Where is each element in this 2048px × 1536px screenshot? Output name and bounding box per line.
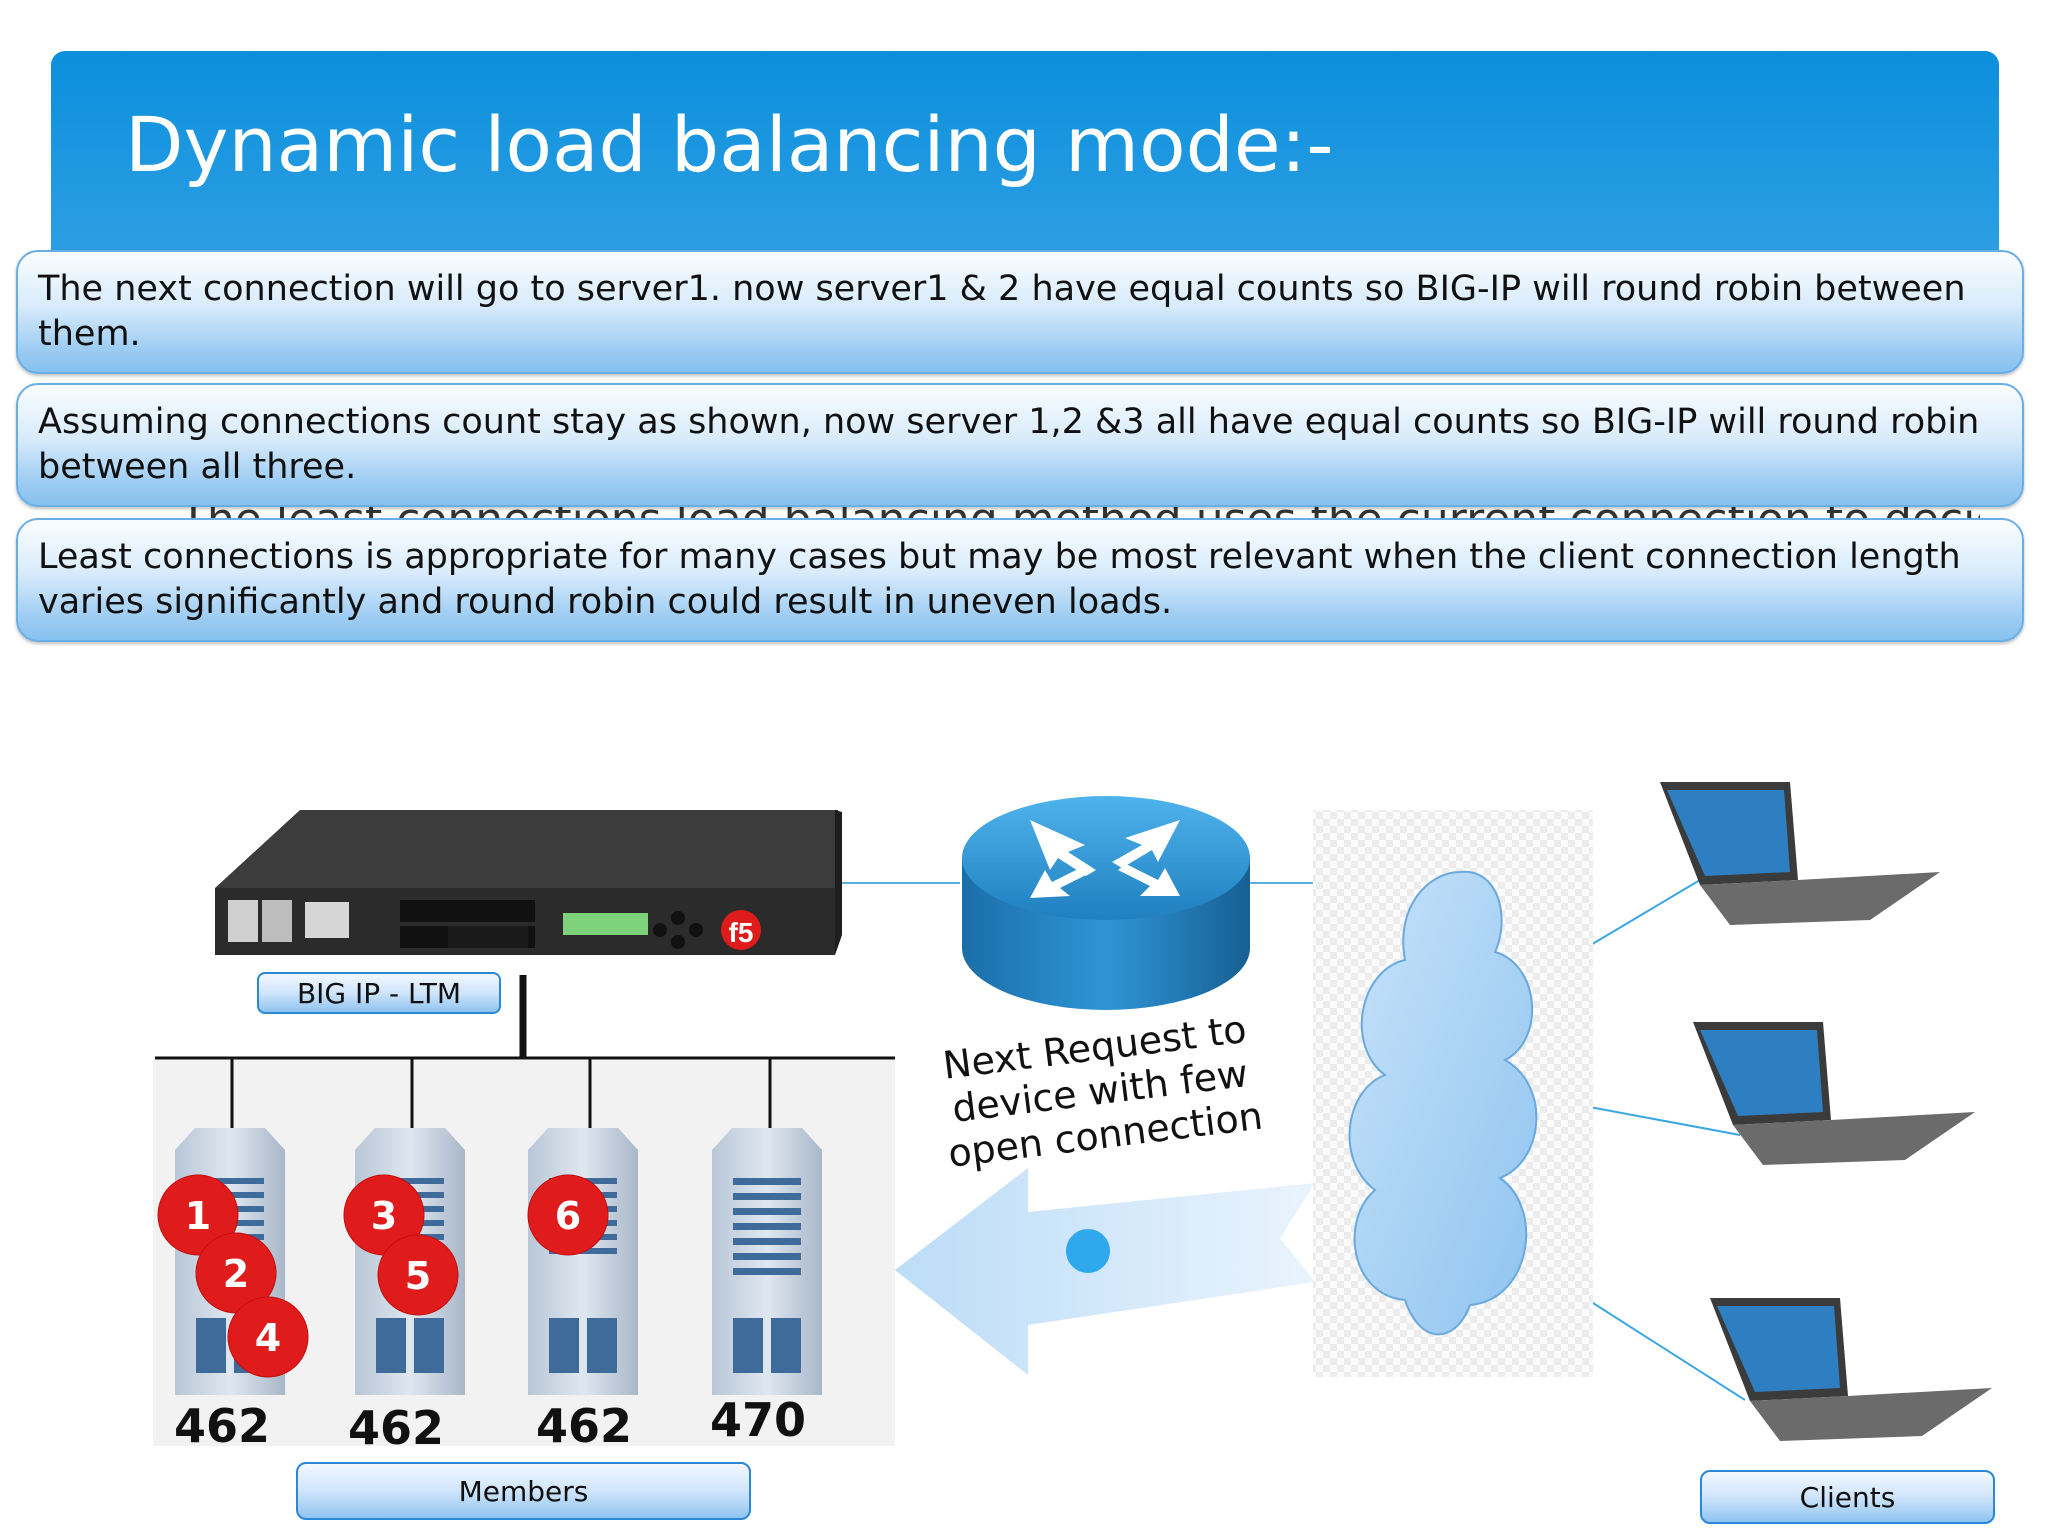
callout-3: Least connections is appropriate for man… [16, 518, 2024, 642]
arrow-left-icon [895, 1168, 1315, 1375]
callout-2: Assuming connections count stay as shown… [16, 383, 2024, 507]
callout-1: The next connection will go to server1. … [16, 250, 2024, 374]
server-4 [712, 1128, 822, 1395]
badge-text-5: 5 [405, 1254, 431, 1298]
callout-3-text: Least connections is appropriate for man… [38, 537, 1961, 622]
badge-text-1: 1 [185, 1194, 211, 1238]
f5-logo-icon: f5 [729, 917, 754, 948]
badge-text-4: 4 [255, 1316, 281, 1360]
bigip-appliance [215, 810, 842, 955]
server-4-count: 470 [710, 1393, 806, 1447]
server-1-count: 462 [174, 1399, 270, 1453]
badge-text-6: 6 [555, 1194, 581, 1238]
laptop-icon-1 [1660, 782, 1940, 925]
connection-badge-4 [227, 1296, 309, 1378]
connection-badge-1 [157, 1174, 239, 1256]
server-3-count: 462 [536, 1399, 632, 1453]
server-3 [528, 1128, 638, 1395]
slide-title: Dynamic load balancing mode:- [125, 100, 1334, 189]
laptop-icon-2 [1693, 1022, 1975, 1165]
callout-2-text: Assuming connections count stay as shown… [38, 402, 1980, 487]
router-icon [962, 796, 1250, 1010]
connection-badge-6 [527, 1174, 609, 1256]
connection-badge-5 [377, 1234, 459, 1316]
server-2-count: 462 [348, 1401, 444, 1455]
clients-label: Clients [1700, 1470, 1995, 1524]
members-label: Members [296, 1462, 751, 1520]
badge-text-3: 3 [371, 1194, 397, 1238]
cloud-icon [1348, 870, 1538, 1336]
callout-1-text: The next connection will go to server1. … [38, 269, 1966, 354]
laptop-icon-3 [1710, 1298, 1992, 1441]
bigip-label: BIG IP - LTM [257, 972, 501, 1014]
badge-text-2: 2 [223, 1252, 249, 1296]
dot-icon [1066, 1229, 1110, 1273]
